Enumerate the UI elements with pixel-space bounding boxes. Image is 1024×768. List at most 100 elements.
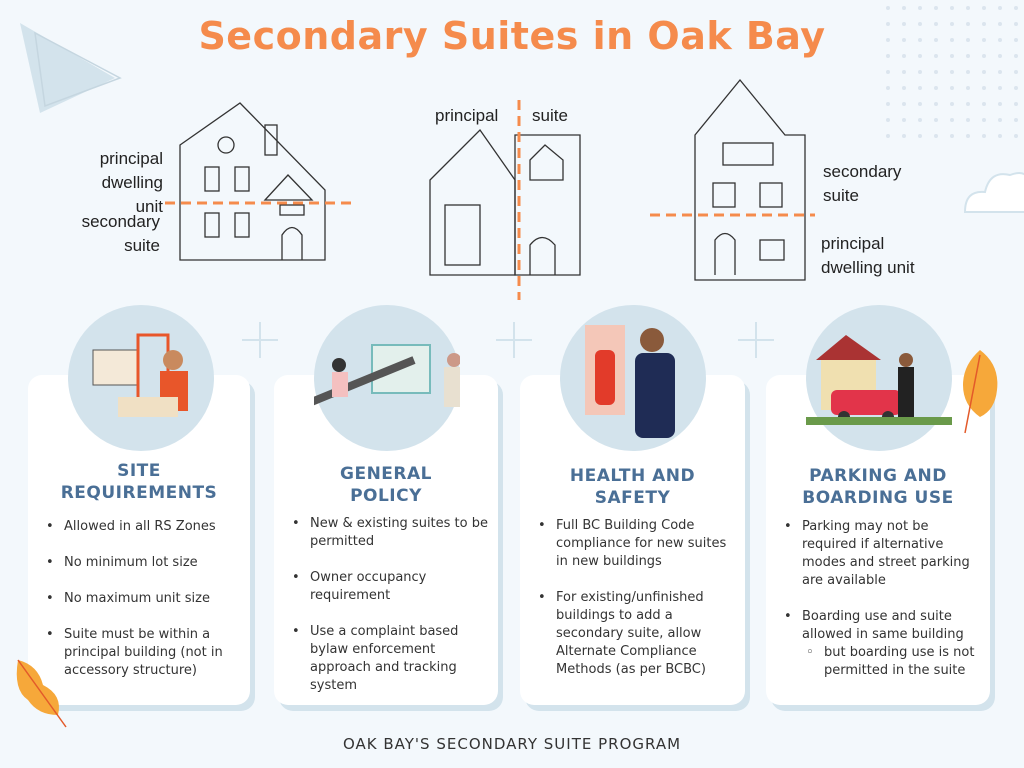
label-middle-left: principal bbox=[435, 106, 499, 125]
decor-dot bbox=[886, 54, 890, 58]
decor-dot bbox=[950, 86, 954, 90]
list-item: Full BC Building Code compliance for new… bbox=[536, 517, 735, 571]
label-left-top: principal dwelling unit bbox=[99, 149, 163, 216]
decor-dot bbox=[902, 134, 906, 138]
decor-dot bbox=[902, 54, 906, 58]
card-heading-line: HEALTH AND bbox=[569, 466, 696, 486]
card-heading-line: POLICY bbox=[350, 486, 422, 506]
decor-dot bbox=[966, 86, 970, 90]
decor-dot bbox=[998, 22, 1002, 26]
card-list: Allowed in all RS Zones No minimum lot s… bbox=[44, 518, 240, 698]
list-item: Allowed in all RS Zones bbox=[44, 518, 240, 536]
list-item: Parking may not be required if alternati… bbox=[782, 518, 980, 590]
list-item: Owner occupancy requirement bbox=[290, 569, 488, 605]
card-heading-line: GENERAL bbox=[340, 464, 432, 484]
decor-dot bbox=[950, 70, 954, 74]
oak-leaf-decoration bbox=[16, 659, 67, 728]
house-right-drawing bbox=[650, 78, 815, 281]
decor-dot bbox=[998, 54, 1002, 58]
decor-dot bbox=[918, 6, 922, 10]
decor-dot bbox=[934, 102, 938, 106]
decor-dot bbox=[998, 134, 1002, 138]
decor-dot bbox=[1014, 86, 1018, 90]
decor-dot bbox=[934, 118, 938, 122]
page-title: Secondary Suites in Oak Bay bbox=[198, 14, 826, 58]
plus-decoration bbox=[496, 322, 532, 358]
decor-dot bbox=[886, 70, 890, 74]
house-left-drawing bbox=[165, 102, 355, 261]
decor-dot bbox=[886, 102, 890, 106]
decor-dot bbox=[918, 134, 922, 138]
decor-dot bbox=[886, 118, 890, 122]
decor-dot bbox=[966, 102, 970, 106]
decor-dot bbox=[934, 86, 938, 90]
decor-dot bbox=[982, 86, 986, 90]
decor-dot bbox=[966, 134, 970, 138]
list-item: Suite must be within a principal buildin… bbox=[44, 626, 240, 680]
list-item: Use a complaint based bylaw enforcement … bbox=[290, 623, 488, 695]
decor-dot bbox=[950, 134, 954, 138]
triangle-decoration bbox=[20, 23, 122, 113]
decor-dot bbox=[918, 70, 922, 74]
card-heading-line: REQUIREMENTS bbox=[60, 483, 218, 503]
card-heading-line: SITE bbox=[117, 461, 161, 481]
card-list: Parking may not be required if alternati… bbox=[782, 518, 980, 698]
decor-dot bbox=[902, 118, 906, 122]
house-car-icon bbox=[806, 305, 952, 451]
policy-team-icon bbox=[314, 305, 460, 451]
decor-dot bbox=[1014, 54, 1018, 58]
decor-dot bbox=[902, 102, 906, 106]
decor-dot bbox=[1014, 102, 1018, 106]
list-item: New & existing suites to be permitted bbox=[290, 515, 488, 551]
decor-dot bbox=[966, 22, 970, 26]
decor-dot bbox=[1014, 38, 1018, 42]
decor-dot bbox=[934, 6, 938, 10]
decor-dot bbox=[918, 118, 922, 122]
label-right-bottom: principal dwelling unit bbox=[821, 234, 915, 277]
footer-text: OAK BAY'S SECONDARY SUITE PROGRAM bbox=[342, 735, 682, 753]
decor-dot bbox=[886, 134, 890, 138]
decor-dot bbox=[886, 38, 890, 42]
decor-dot bbox=[902, 22, 906, 26]
decor-dot bbox=[998, 70, 1002, 74]
decor-dot bbox=[934, 134, 938, 138]
decor-dot bbox=[918, 38, 922, 42]
list-item: No maximum unit size bbox=[44, 590, 240, 608]
decor-dot bbox=[886, 22, 890, 26]
fire-extinguisher-icon bbox=[560, 305, 706, 451]
decor-dot bbox=[982, 118, 986, 122]
decor-dot bbox=[1014, 22, 1018, 26]
oak-leaf-decoration bbox=[963, 350, 998, 434]
decor-dot bbox=[886, 6, 890, 10]
decor-dot bbox=[950, 54, 954, 58]
decor-dot bbox=[966, 118, 970, 122]
decor-dot bbox=[998, 6, 1002, 10]
decor-dot bbox=[1014, 6, 1018, 10]
decor-dot bbox=[982, 38, 986, 42]
decor-dot bbox=[998, 118, 1002, 122]
plus-decoration bbox=[242, 322, 278, 358]
decor-dot bbox=[950, 102, 954, 106]
label-left-bottom: secondary suite bbox=[81, 212, 160, 255]
decor-dot bbox=[966, 6, 970, 10]
list-subitem: but boarding use is not permitted in the… bbox=[782, 644, 980, 680]
list-item: Boarding use and suite allowed in same b… bbox=[782, 608, 980, 644]
decor-dot bbox=[950, 22, 954, 26]
decor-dot bbox=[982, 134, 986, 138]
card-heading-line: SAFETY bbox=[594, 488, 671, 508]
decor-dot bbox=[998, 86, 1002, 90]
card-list: New & existing suites to be permitted Ow… bbox=[290, 515, 488, 713]
decor-dot bbox=[918, 22, 922, 26]
decor-dot bbox=[950, 6, 954, 10]
decor-dot bbox=[918, 54, 922, 58]
decor-dot bbox=[902, 38, 906, 42]
decor-dot bbox=[982, 102, 986, 106]
decor-dot bbox=[918, 86, 922, 90]
decor-dot bbox=[934, 22, 938, 26]
decor-dot bbox=[982, 70, 986, 74]
decor-dot bbox=[966, 70, 970, 74]
decor-dot bbox=[982, 22, 986, 26]
decor-dot bbox=[886, 86, 890, 90]
